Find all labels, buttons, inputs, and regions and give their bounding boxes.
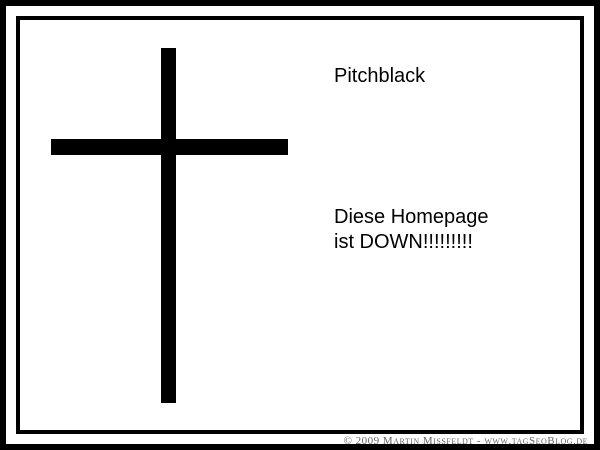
cross-vertical-bar — [161, 48, 176, 403]
copyright-watermark: © 2009 Martin Missfeldt - www.tagSeoBlog… — [343, 435, 588, 447]
status-message-line2: ist DOWN!!!!!!!!! — [334, 231, 473, 253]
status-message-line1: Diese Homepage — [334, 206, 489, 228]
page-title: Pitchblack — [334, 65, 426, 87]
cross-horizontal-bar — [51, 139, 288, 155]
status-message: Diese Homepage ist DOWN!!!!!!!!! — [334, 205, 489, 255]
content-panel — [20, 20, 580, 430]
